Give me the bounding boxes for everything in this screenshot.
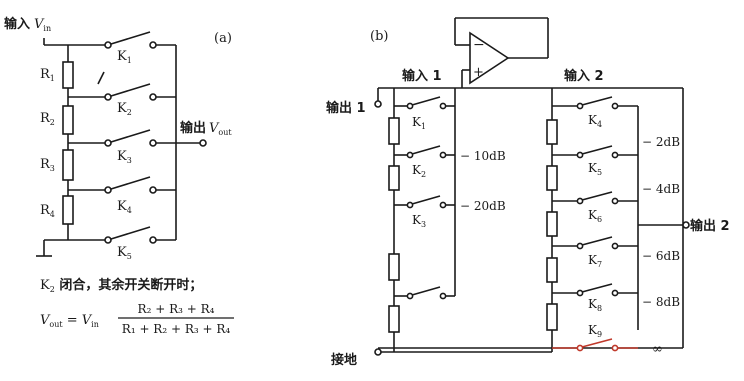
- switch-k2: [406, 145, 447, 159]
- panel-b-labels: (b) − + 输入 1 输入 2 输出 1 输出 2 接地 K1 K2 K3 …: [326, 29, 730, 368]
- panel-a-tag: (a): [214, 31, 232, 46]
- label-r3: R3: [40, 157, 55, 173]
- output2-label: 输出 2: [690, 218, 730, 234]
- switch-k1: [406, 96, 447, 110]
- tap-infinity: ∞: [652, 342, 663, 357]
- label-k4: K4: [117, 199, 132, 215]
- resistor-r4: [62, 195, 74, 225]
- ground-label: 接地: [331, 352, 357, 368]
- panel-b: [374, 17, 690, 356]
- tap-4db: − 4dB: [642, 182, 680, 196]
- label-k4: K4: [588, 113, 602, 129]
- label-k7: K7: [588, 253, 602, 269]
- arrow-k2: [97, 71, 105, 85]
- switch-k4: [576, 96, 619, 110]
- resistor-r3: [62, 149, 74, 181]
- panel-b-tag: (b): [370, 29, 388, 44]
- output-terminal: [199, 139, 207, 147]
- switch-k3: [104, 129, 157, 147]
- switch-k5: [104, 226, 157, 244]
- tap-8db: − 8dB: [642, 295, 680, 309]
- input2-label: 输入 2: [564, 68, 604, 84]
- label-k8: K8: [588, 297, 602, 313]
- label-k5: K5: [117, 245, 132, 261]
- label-k5: K5: [588, 161, 602, 177]
- switch-k4: [104, 176, 157, 194]
- label-k1: K1: [412, 115, 426, 131]
- right-resistor-3: [546, 211, 558, 237]
- ground-terminal: [374, 348, 382, 356]
- tap-20db: − 20dB: [460, 199, 506, 213]
- left-resistor-2: [388, 165, 400, 191]
- resistor-r1: [62, 61, 74, 89]
- switch-k5: [576, 145, 619, 159]
- label-k9: K9: [588, 323, 602, 339]
- label-k3: K3: [412, 213, 426, 229]
- gain-formula: Vout = Vin R₂ + R₃ + R₄ R₁ + R₂ + R₃ + R…: [40, 302, 234, 336]
- right-resistor-5: [546, 303, 558, 331]
- formula-numerator: R₂ + R₃ + R₄: [138, 302, 215, 316]
- label-k2: K2: [412, 163, 426, 179]
- tap-10db: − 10dB: [460, 149, 506, 163]
- label-r2: R2: [40, 111, 55, 127]
- label-k3: K3: [117, 149, 132, 165]
- label-k2: K2: [117, 101, 132, 117]
- output2-terminal: [682, 221, 690, 229]
- switch-k7: [576, 236, 619, 250]
- opamp-triangle: [469, 31, 510, 85]
- right-resistor-4: [546, 257, 558, 283]
- switch-left-4: [406, 286, 447, 300]
- left-resistor-4: [388, 305, 400, 333]
- tap-6db: − 6dB: [642, 249, 680, 263]
- right-resistor-1: [546, 119, 558, 145]
- switch-k9: [552, 338, 638, 352]
- switch-k1: [104, 31, 157, 49]
- left-resistor-1: [388, 117, 400, 145]
- formula-denominator: R₁ + R₂ + R₃ + R₄: [122, 322, 231, 336]
- label-k6: K6: [588, 208, 602, 224]
- label-r1: R1: [40, 67, 55, 83]
- panel-a: [36, 31, 207, 257]
- output1-label: 输出 1: [326, 100, 366, 116]
- left-resistor-3: [388, 253, 400, 281]
- output1-terminal: [374, 100, 382, 108]
- label-r4: R4: [40, 203, 55, 219]
- switch-k8: [576, 283, 619, 297]
- opamp-minus: −: [473, 37, 485, 53]
- switch-k2: [104, 83, 157, 101]
- opamp-plus: +: [473, 65, 484, 80]
- right-resistor-2: [546, 165, 558, 191]
- input1-label: 输入 1: [402, 68, 442, 84]
- resistor-r2: [62, 105, 74, 135]
- switch-k3: [406, 195, 447, 209]
- svg-text:Vout = Vin: Vout = Vin: [40, 313, 99, 329]
- switch-k6: [576, 191, 619, 205]
- tap-2db: − 2dB: [642, 135, 680, 149]
- label-k1: K1: [117, 49, 132, 65]
- condition-note: K2 闭合，其余开关断开时；: [40, 277, 202, 294]
